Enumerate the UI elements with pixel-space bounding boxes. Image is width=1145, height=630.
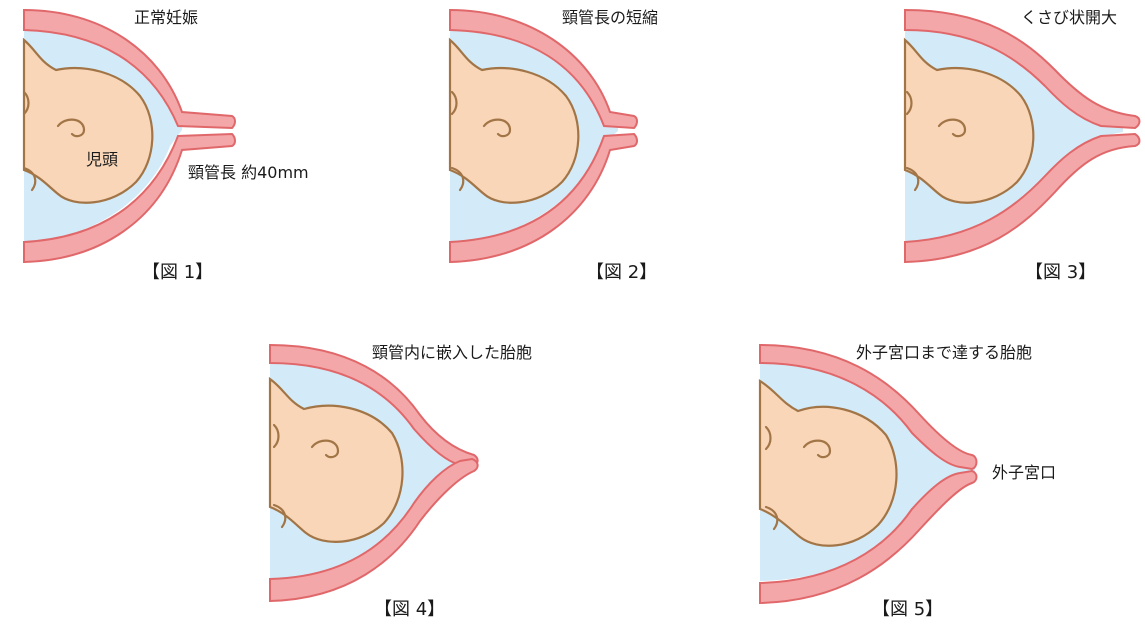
- figure-3: くさび状開大 【図 3】: [905, 0, 1145, 300]
- figure-4: 頸管内に嵌入した胎胞 【図 4】: [270, 335, 600, 630]
- figure-caption: 【図 1】: [142, 264, 213, 282]
- figure-caption: 【図 3】: [1025, 264, 1096, 282]
- figure-2: 頸管長の短縮 【図 2】: [450, 0, 700, 300]
- figure-5: 外子宮口まで達する胎胞 外子宮口 【図 5】: [760, 335, 1145, 630]
- fetal-head-label: 児頭: [86, 152, 118, 168]
- figure-caption: 【図 4】: [374, 601, 445, 619]
- figure-title: 外子宮口まで達する胎胞: [856, 345, 1032, 361]
- figure-title: 正常妊娠: [134, 10, 198, 26]
- figure-caption: 【図 5】: [872, 601, 943, 619]
- external-os-label: 外子宮口: [992, 465, 1056, 481]
- figure-3-illustration: [905, 0, 1145, 300]
- cervical-length-label: 頸管長 約40mm: [188, 165, 309, 181]
- figure-title: 頸管内に嵌入した胎胞: [372, 345, 532, 361]
- figure-5-illustration: [760, 335, 1145, 630]
- figure-1: 正常妊娠 児頭 頸管長 約40mm 【図 1】: [0, 0, 330, 300]
- figure-1-illustration: [0, 0, 330, 300]
- figure-title: くさび状開大: [1021, 10, 1117, 26]
- figure-title: 頸管長の短縮: [562, 10, 658, 26]
- figure-caption: 【図 2】: [586, 264, 657, 282]
- figure-2-illustration: [450, 0, 700, 300]
- figure-4-illustration: [270, 335, 600, 630]
